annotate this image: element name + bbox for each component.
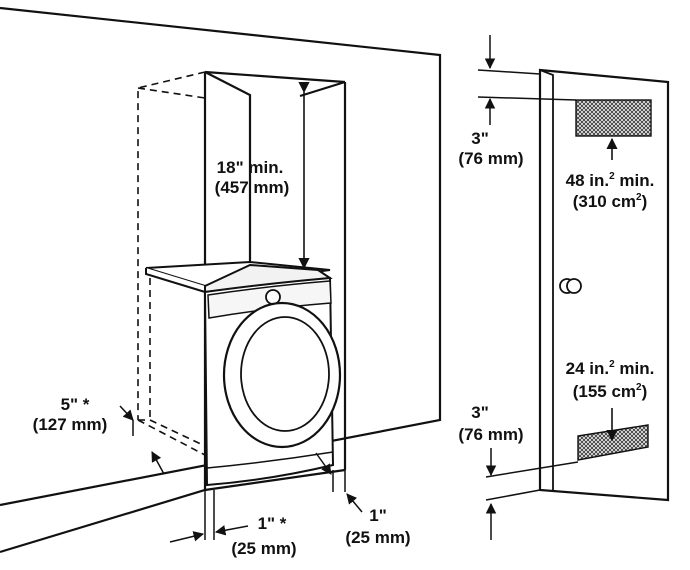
right-side-clearance-label: 1" — [369, 506, 387, 525]
door-knob-icon — [559, 278, 582, 294]
door-top-offset-label: 3" — [471, 129, 489, 148]
closet-dashed-outline — [137, 71, 206, 456]
dryer — [203, 263, 342, 487]
left-side-clearance-label: 1" * — [258, 514, 287, 533]
top-vent-grille — [575, 99, 652, 137]
top-clearance-metric: (457 mm) — [215, 178, 290, 197]
bottom-vent-area-label: 24 in.2 min. — [566, 359, 655, 378]
side-clearance-arrows — [169, 452, 363, 543]
dryer-door-inner — [240, 316, 330, 432]
door-top-offset-metric: (76 mm) — [458, 149, 523, 168]
door-bottom-offset-label: 3" — [471, 403, 489, 422]
bottom-vent-area-metric: (155 cm2) — [573, 382, 648, 401]
dryer-knob-icon — [265, 289, 281, 305]
left-side-clearance-metric: (25 mm) — [231, 539, 296, 558]
top-vent-area-metric: (310 cm2) — [573, 192, 648, 211]
door-offset-lines — [477, 35, 579, 540]
right-side-clearance-metric: (25 mm) — [345, 528, 410, 547]
top-vent-area-label: 48 in.2 min. — [566, 171, 655, 190]
rear-clearance-metric: (127 mm) — [33, 415, 108, 434]
closet-recess — [203, 70, 347, 490]
dryer-base — [206, 451, 334, 469]
bottom-vent-grille — [577, 424, 649, 461]
door-bottom-offset-metric: (76 mm) — [458, 425, 523, 444]
top-clearance-label: 18" min. — [217, 158, 284, 177]
rear-clearance-arrows — [119, 405, 165, 475]
rear-clearance-label: 5" * — [61, 395, 90, 414]
closet-door — [538, 68, 670, 502]
